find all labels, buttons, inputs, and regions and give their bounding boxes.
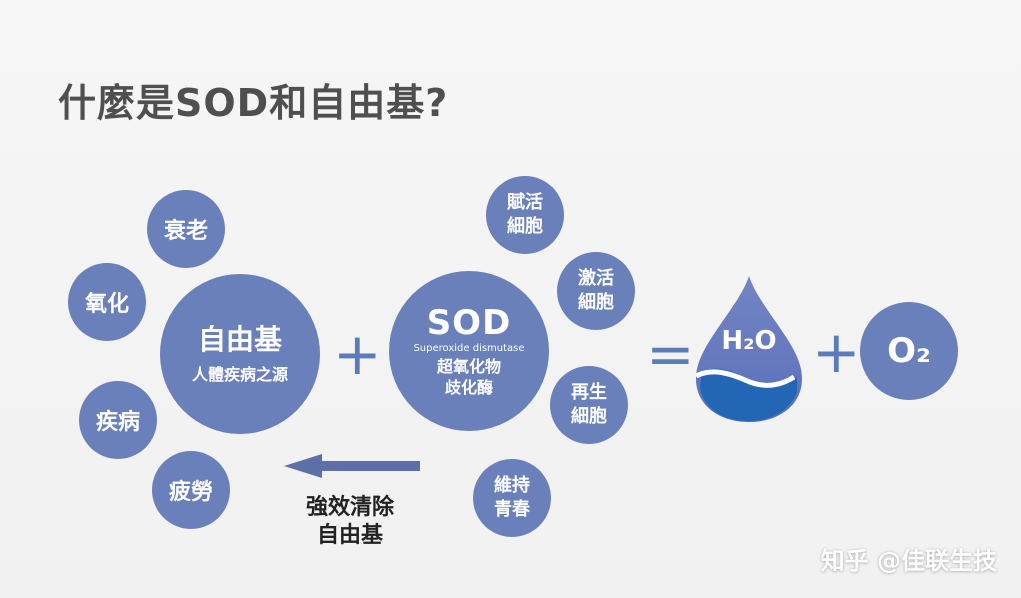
sod-chinese-line2: 歧化酶	[444, 378, 493, 397]
sod-circle: SOD Superoxide dismutase 超氧化物 歧化酶	[389, 271, 549, 431]
factor-oxidation-label: 氧化	[84, 292, 129, 317]
factor-aging-circle: 衰老	[147, 190, 225, 268]
benefit-revitalize-line2: 細胞	[507, 216, 543, 237]
free-radical-circle: 自由基 人體疾病之源	[160, 274, 320, 434]
oxygen-circle: O₂	[860, 302, 958, 400]
free-radical-title: 自由基	[197, 323, 282, 356]
plus-operator-1: +	[333, 320, 382, 388]
factor-fatigue-label: 疲勞	[168, 480, 213, 505]
page-title: 什麼是SOD和自由基?	[58, 81, 449, 125]
benefit-regenerate-line2: 細胞	[571, 406, 607, 427]
left-arrow-icon	[284, 454, 420, 478]
benefit-revitalize-circle: 賦活 細胞	[486, 176, 564, 254]
sod-english-name: Superoxide dismutase	[413, 343, 525, 354]
benefit-regenerate-circle: 再生 細胞	[550, 366, 628, 444]
benefit-youth-line1: 維持	[494, 475, 530, 496]
oxygen-label: O₂	[887, 331, 931, 371]
arrow-caption-line2: 自由基	[316, 523, 383, 548]
factor-disease-label: 疾病	[95, 410, 140, 435]
benefit-revitalize-line1: 賦活	[507, 192, 543, 213]
equals-operator: =	[646, 320, 695, 388]
sod-chinese-line1: 超氧化物	[436, 357, 501, 376]
watermark-text: 知乎 @佳联生技	[820, 547, 997, 575]
benefit-youth-line2: 青春	[494, 499, 530, 520]
factor-disease-circle: 疾病	[79, 381, 157, 459]
benefit-activate-circle: 激活 細胞	[557, 252, 635, 330]
benefit-activate-line2: 細胞	[578, 292, 614, 313]
benefit-youth-circle: 維持 青春	[473, 459, 551, 537]
sod-title: SOD	[426, 303, 512, 343]
factor-fatigue-circle: 疲勞	[152, 451, 230, 529]
arrow-caption: 強效清除 自由基	[288, 494, 412, 550]
benefit-regenerate-line1: 再生	[571, 382, 607, 403]
factor-aging-label: 衰老	[163, 219, 208, 244]
arrow-caption-line1: 強效清除	[305, 495, 394, 520]
plus-operator-2: +	[812, 318, 861, 386]
benefit-activate-line1: 激活	[578, 268, 614, 289]
water-label: H₂O	[721, 326, 777, 356]
water-drop-icon	[696, 276, 802, 422]
factor-oxidation-circle: 氧化	[68, 263, 146, 341]
free-radical-subtitle: 人體疾病之源	[191, 365, 288, 384]
